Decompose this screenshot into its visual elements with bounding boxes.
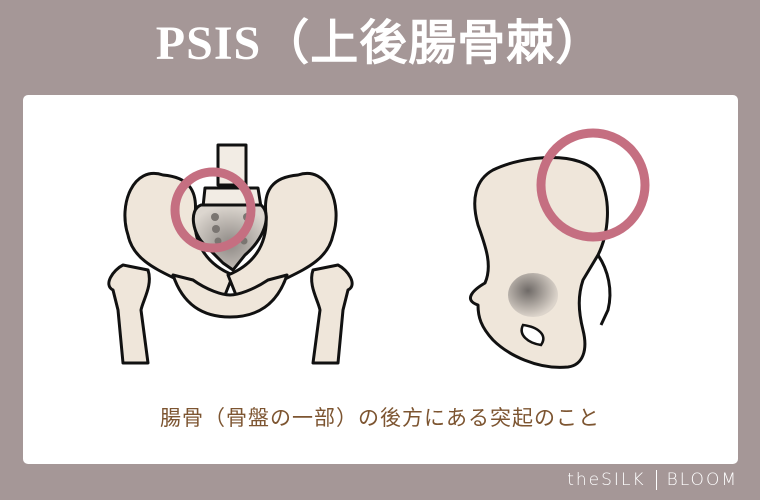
illustration-panel: 腸骨（骨盤の一部）の後方にある突起のこと — [23, 95, 738, 464]
brand-logo: theSILK BLOOM — [567, 470, 738, 490]
brand-left: theSILK — [567, 470, 646, 490]
pelvis-illustrations: 腸骨（骨盤の一部）の後方にある突起のこと — [107, 128, 650, 430]
highlight-ring-side — [536, 128, 650, 242]
caption-text: 腸骨（骨盤の一部）の後方にある突起のこと — [160, 406, 600, 430]
page-title: PSIS（上後腸骨棘） — [155, 17, 605, 70]
brand-right: BLOOM — [666, 470, 738, 490]
hip-bone-side-icon — [468, 156, 612, 369]
acetabulum-icon — [508, 273, 558, 317]
highlight-ring-front — [170, 167, 256, 253]
brand-divider — [655, 470, 657, 490]
